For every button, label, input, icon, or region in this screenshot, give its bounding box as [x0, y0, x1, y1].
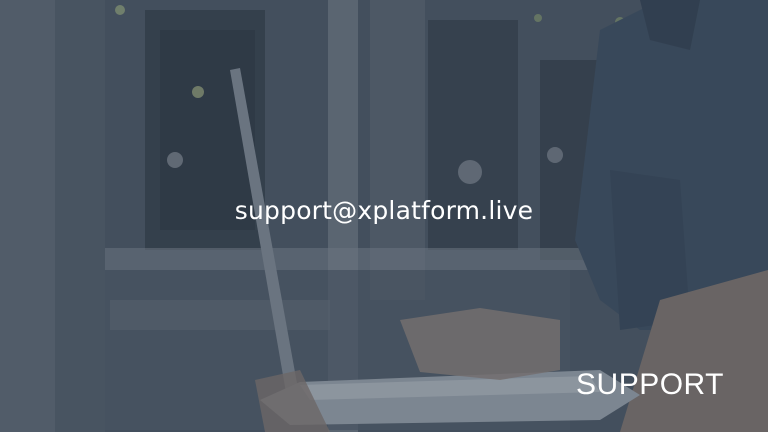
- support-email: support@xplatform.live: [234, 196, 534, 225]
- support-label: SUPPORT: [576, 368, 724, 401]
